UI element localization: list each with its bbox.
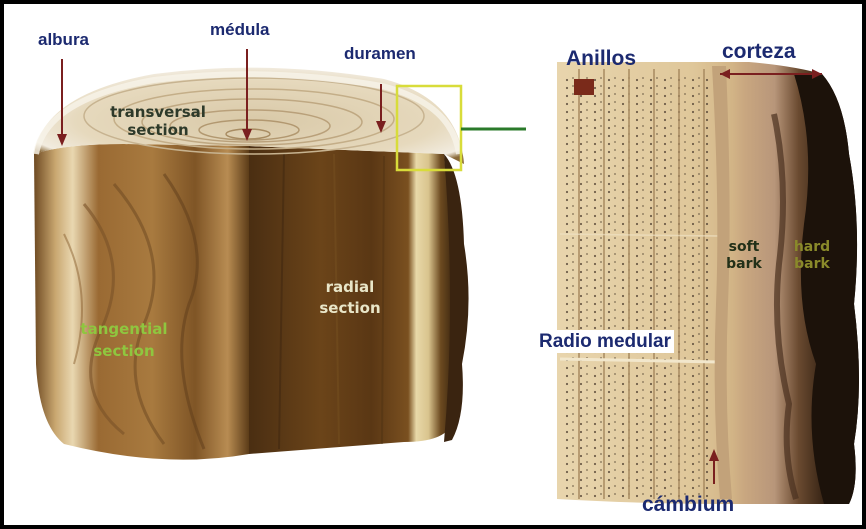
label-soft-line2: bark <box>722 257 766 271</box>
label-hard-bark: hard bark <box>790 240 834 271</box>
label-tangential-line2: section <box>64 344 184 359</box>
label-soft-bark: soft bark <box>722 240 766 271</box>
label-transversal-section: transversal section <box>96 105 220 138</box>
label-tangential-line1: tangential <box>64 322 184 337</box>
label-albura: albura <box>38 31 89 48</box>
label-anillos: Anillos <box>566 48 636 69</box>
label-duramen: duramen <box>344 45 416 62</box>
label-transversal-line2: section <box>96 123 220 138</box>
label-hard-line1: hard <box>790 240 834 254</box>
label-radial-section: radial section <box>300 280 400 316</box>
label-radial-line1: radial <box>300 280 400 295</box>
ring-marker <box>574 79 594 95</box>
label-hard-line2: bark <box>790 257 834 271</box>
label-corteza: corteza <box>722 41 796 62</box>
label-cambium: cámbium <box>642 494 734 515</box>
label-transversal-line1: transversal <box>96 105 220 120</box>
label-radio-medular: Radio medular <box>536 330 674 353</box>
label-tangential-section: tangential section <box>64 322 184 359</box>
label-medula: médula <box>210 21 270 38</box>
label-radial-line2: section <box>300 301 400 316</box>
label-soft-line1: soft <box>722 240 766 254</box>
